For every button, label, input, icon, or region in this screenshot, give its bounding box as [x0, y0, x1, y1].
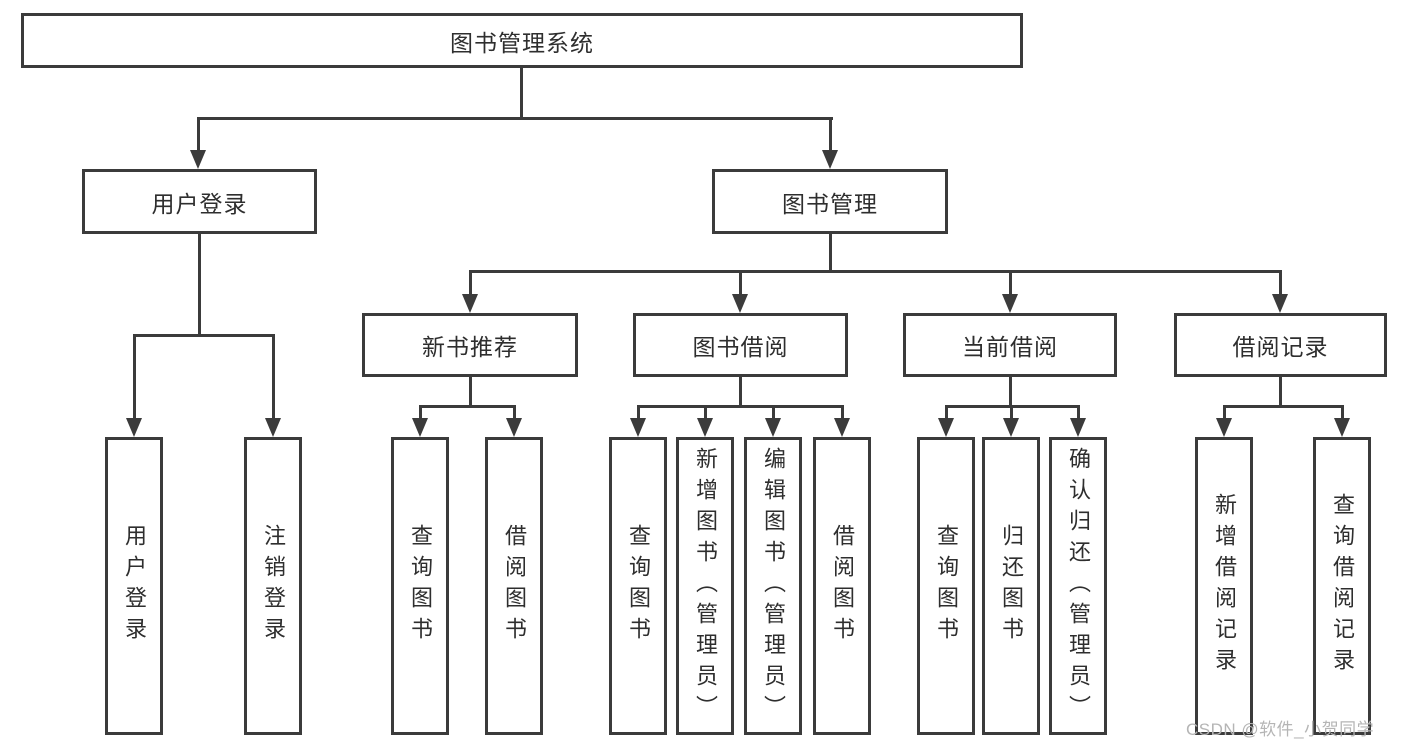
arrowhead-leaf-login: [126, 418, 142, 437]
connector-drop-leaf-login: [133, 334, 136, 418]
leaf-user-login: 用户登录: [105, 437, 163, 735]
leaf-br-query-record: 查询借阅记录: [1313, 437, 1371, 735]
connector-borrow-records-stem: [1279, 377, 1282, 407]
csdn-watermark: CSDN @软件_小贺同学: [1186, 720, 1375, 739]
arrowhead-nb-query: [412, 418, 428, 437]
connector-drop-br-query: [1341, 405, 1344, 418]
arrowhead-cb-confirm: [1070, 418, 1086, 437]
arrowhead-br-query: [1334, 418, 1350, 437]
leaf-nb-query-books: 查询图书: [391, 437, 449, 735]
node-book-mgmt-label: 图书管理: [782, 190, 878, 217]
leaf-bb-add-books-admin-label: 新增图书（管理员）: [693, 446, 718, 726]
leaf-br-add-record-label: 新增借阅记录: [1212, 493, 1237, 679]
node-borrow-records-label: 借阅记录: [1232, 334, 1329, 360]
leaf-cb-return-books: 归还图书: [982, 437, 1040, 735]
leaf-bb-borrow-books: 借阅图书: [813, 437, 871, 735]
node-current-borrow-label: 当前借阅: [962, 334, 1058, 360]
connector-new-books-stem: [469, 377, 472, 407]
arrowhead-new-books: [462, 294, 478, 313]
arrowhead-bb-edit: [765, 418, 781, 437]
arrowhead-nb-borrow: [506, 418, 522, 437]
arrowhead-borrow-records: [1272, 294, 1288, 313]
arrowhead-current-borrow: [1002, 294, 1018, 313]
leaf-user-login-label: 用户登录: [122, 524, 147, 648]
connector-root-stem: [520, 68, 523, 118]
node-book-mgmt: 图书管理: [712, 169, 948, 234]
leaf-bb-borrow-books-label: 借阅图书: [830, 524, 855, 648]
leaf-cb-return-books-label: 归还图书: [999, 524, 1024, 648]
connector-book-mgmt-stem: [829, 234, 832, 272]
leaf-nb-query-books-label: 查询图书: [408, 524, 433, 648]
connector-new-books-bus: [419, 405, 516, 408]
leaf-bb-edit-books-admin-label: 编辑图书（管理员）: [761, 446, 786, 726]
leaf-nb-borrow-books: 借阅图书: [485, 437, 543, 735]
arrowhead-bb-query: [630, 418, 646, 437]
connector-book-borrow-bus: [637, 405, 844, 408]
connector-borrow-records-bus: [1223, 405, 1344, 408]
node-current-borrow: 当前借阅: [903, 313, 1117, 377]
connector-drop-borrow-records: [1279, 270, 1282, 294]
connector-user-login-stem: [198, 234, 201, 336]
connector-drop-br-add: [1223, 405, 1226, 418]
node-book-borrow: 图书借阅: [633, 313, 848, 377]
connector-drop-bb-borrow: [841, 405, 844, 418]
connector-root-bus: [197, 117, 833, 120]
connector-drop-book-borrow: [739, 270, 742, 294]
node-new-books: 新书推荐: [362, 313, 578, 377]
node-user-login: 用户登录: [82, 169, 317, 234]
leaf-bb-query-books: 查询图书: [609, 437, 667, 735]
leaf-bb-query-books-label: 查询图书: [626, 524, 651, 648]
node-root-label: 图书管理系统: [450, 29, 594, 56]
arrowhead-cb-return: [1003, 418, 1019, 437]
arrowhead-br-add: [1216, 418, 1232, 437]
node-borrow-records: 借阅记录: [1174, 313, 1387, 377]
arrowhead-bb-borrow: [834, 418, 850, 437]
node-user-login-label: 用户登录: [151, 190, 248, 217]
connector-drop-cb-confirm: [1077, 405, 1080, 418]
arrowhead-book-mgmt: [822, 150, 838, 169]
arrowhead-cb-query: [938, 418, 954, 437]
connector-drop-leaf-logout: [272, 334, 275, 418]
connector-drop-current-borrow: [1009, 270, 1012, 294]
connector-drop-cb-query: [945, 405, 948, 418]
node-new-books-label: 新书推荐: [422, 334, 518, 360]
connector-drop-user-login: [197, 117, 200, 150]
leaf-cb-query-books-label: 查询图书: [934, 524, 959, 648]
connector-drop-nb-query: [419, 405, 422, 418]
leaf-bb-add-books-admin: 新增图书（管理员）: [676, 437, 734, 735]
arrowhead-bb-add: [697, 418, 713, 437]
leaf-nb-borrow-books-label: 借阅图书: [502, 524, 527, 648]
connector-book-mgmt-bus: [469, 270, 1282, 273]
connector-user-login-bus: [133, 334, 275, 337]
leaf-cb-query-books: 查询图书: [917, 437, 975, 735]
leaf-cb-confirm-return-admin: 确认归还（管理员）: [1049, 437, 1107, 735]
connector-current-borrow-stem: [1009, 377, 1012, 407]
connector-book-borrow-stem: [739, 377, 742, 407]
arrowhead-book-borrow: [732, 294, 748, 313]
leaf-br-query-record-label: 查询借阅记录: [1330, 493, 1355, 679]
connector-drop-new-books: [469, 270, 472, 294]
leaf-br-add-record: 新增借阅记录: [1195, 437, 1253, 735]
connector-drop-bb-edit: [772, 405, 775, 418]
node-book-borrow-label: 图书借阅: [692, 334, 789, 360]
connector-drop-bb-query: [637, 405, 640, 418]
leaf-cb-confirm-return-admin-label: 确认归还（管理员）: [1066, 446, 1091, 726]
connector-drop-cb-return: [1010, 405, 1013, 418]
node-root: 图书管理系统: [21, 13, 1023, 68]
connector-drop-book-mgmt: [829, 117, 832, 150]
leaf-user-logout: 注销登录: [244, 437, 302, 735]
arrowhead-user-login: [190, 150, 206, 169]
leaf-bb-edit-books-admin: 编辑图书（管理员）: [744, 437, 802, 735]
connector-drop-bb-add: [704, 405, 707, 418]
connector-drop-nb-borrow: [513, 405, 516, 418]
leaf-user-logout-label: 注销登录: [261, 524, 286, 648]
arrowhead-leaf-logout: [265, 418, 281, 437]
